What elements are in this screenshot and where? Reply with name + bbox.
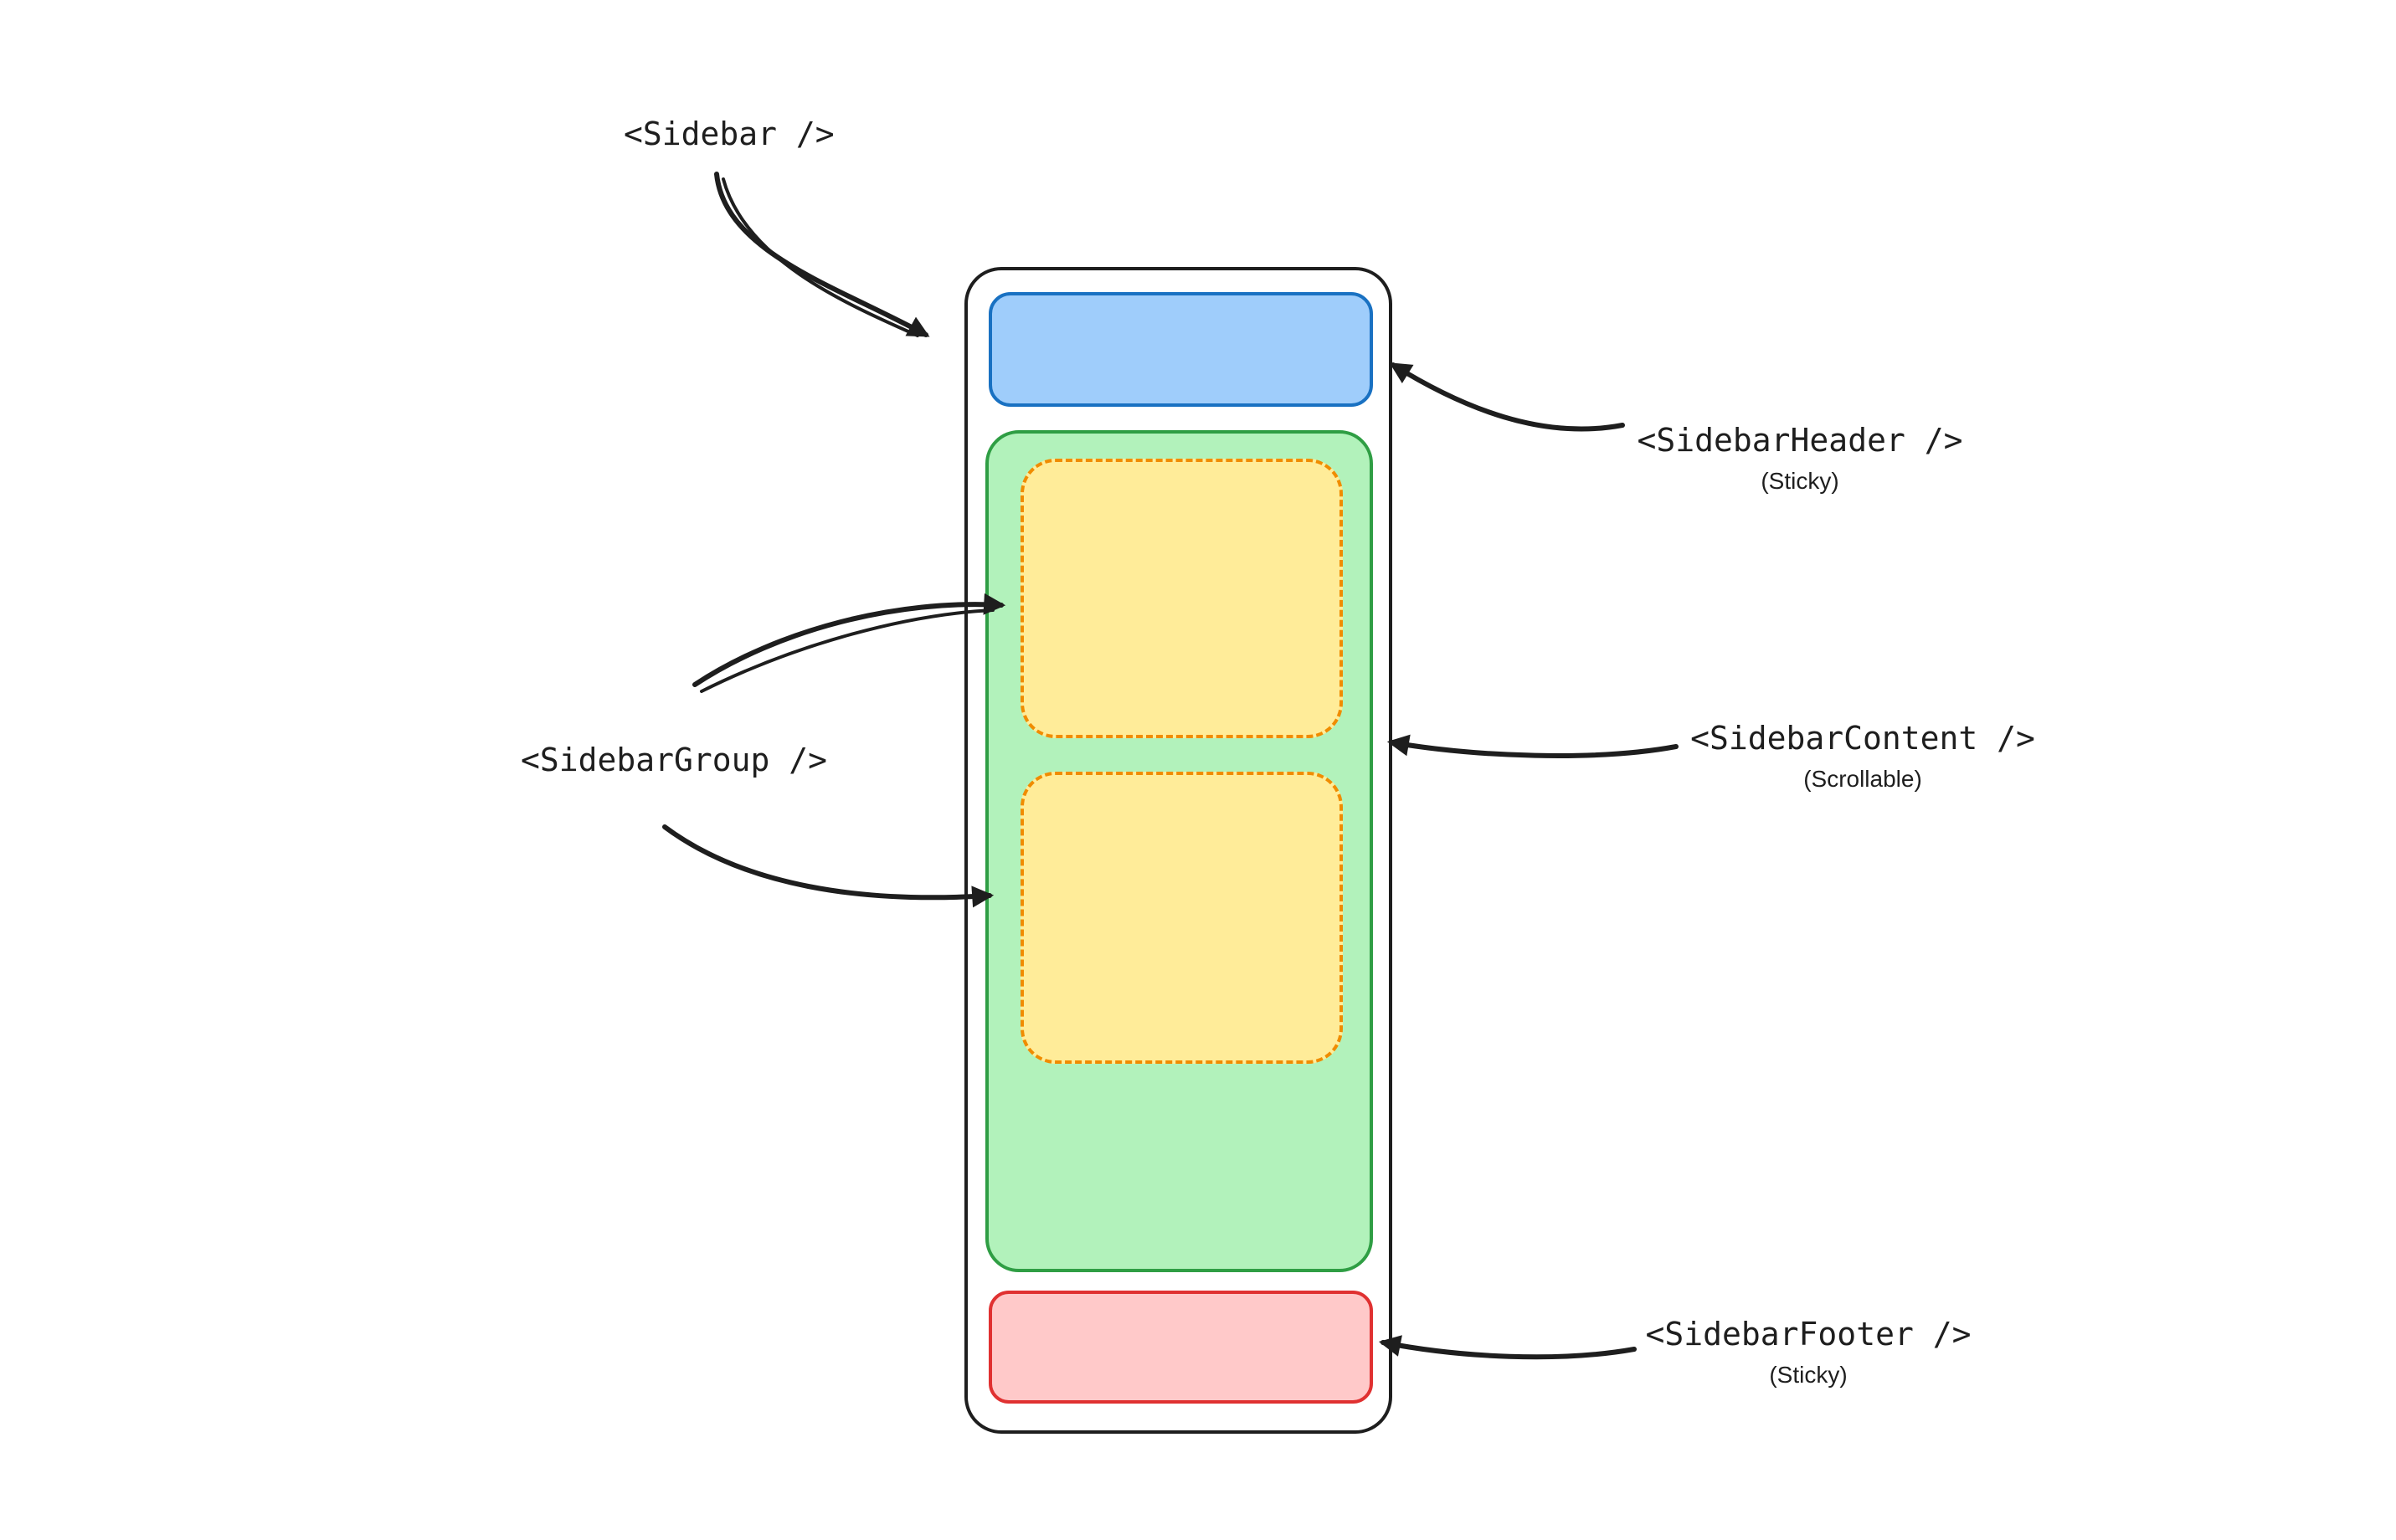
sidebar-footer-box bbox=[989, 1291, 1373, 1404]
content-note: (Scrollable) bbox=[1803, 765, 1922, 792]
header-arrow bbox=[1389, 362, 1625, 432]
sidebar-content-box bbox=[985, 430, 1373, 1272]
sidebar-header-box bbox=[989, 292, 1373, 407]
content-label: <SidebarContent /> bbox=[1690, 720, 2035, 757]
content-label-block: <SidebarContent /> (Scrollable) bbox=[1683, 720, 2043, 793]
sidebar-group-box-1 bbox=[1021, 459, 1343, 738]
sidebar-container-box bbox=[964, 267, 1392, 1434]
sidebar-group-box-2 bbox=[1021, 772, 1343, 1064]
group-arrow-2 bbox=[662, 824, 995, 908]
sidebar-arrow bbox=[714, 172, 930, 337]
group-arrow-1-sketch bbox=[700, 608, 995, 693]
footer-arrow bbox=[1378, 1335, 1637, 1360]
sidebar-arrow-sketch bbox=[722, 177, 919, 337]
header-note: (Sticky) bbox=[1761, 467, 1839, 494]
content-arrow bbox=[1386, 734, 1679, 758]
footer-note: (Sticky) bbox=[1769, 1361, 1848, 1388]
header-label-block: <SidebarHeader /> (Sticky) bbox=[1628, 422, 1972, 495]
header-label: <SidebarHeader /> bbox=[1637, 422, 1963, 459]
sidebar-label: <Sidebar /> bbox=[624, 116, 835, 152]
footer-label-block: <SidebarFooter /> (Sticky) bbox=[1632, 1316, 1984, 1389]
group-label: <SidebarGroup /> bbox=[521, 742, 828, 778]
footer-label: <SidebarFooter /> bbox=[1645, 1316, 1972, 1353]
group-arrow-1 bbox=[692, 593, 1006, 687]
